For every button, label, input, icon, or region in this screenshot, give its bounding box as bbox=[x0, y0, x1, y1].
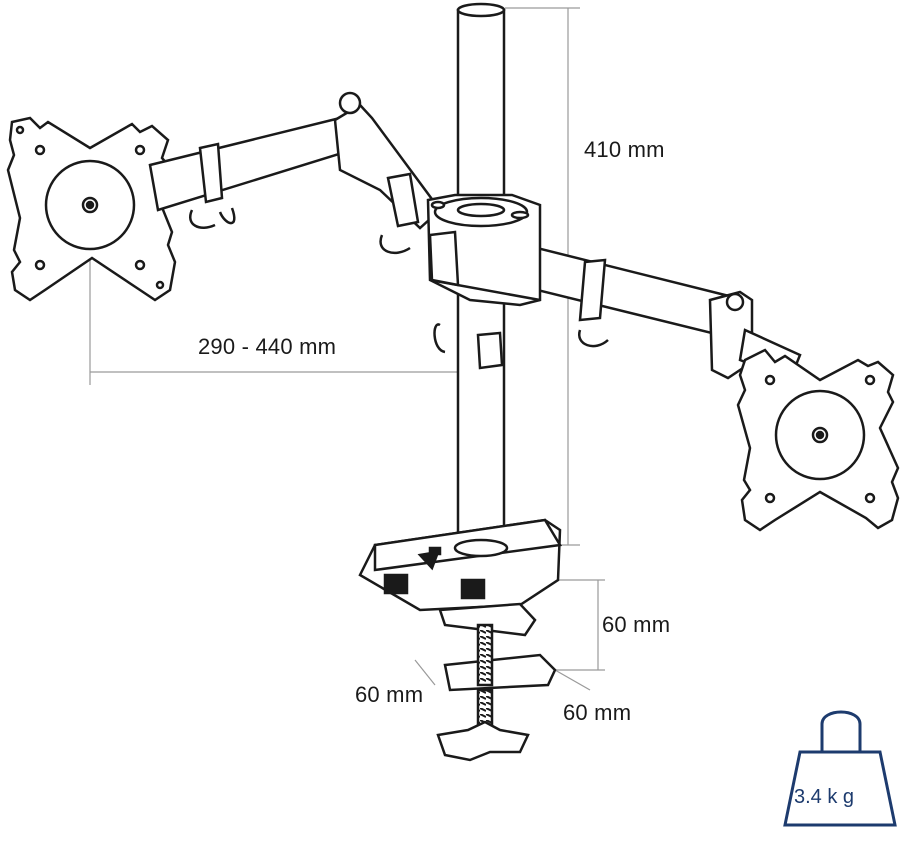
right-vesa-plate bbox=[736, 348, 900, 532]
left-arm bbox=[148, 91, 442, 255]
weight-label: 3.4 k g bbox=[794, 786, 855, 808]
weight-icon bbox=[783, 710, 897, 827]
clamp-height-label: 60 mm bbox=[602, 612, 671, 637]
central-hub bbox=[426, 193, 542, 307]
clamp bbox=[436, 602, 557, 762]
clamp-depth-label: 60 mm bbox=[355, 682, 424, 707]
right-arm bbox=[503, 238, 802, 382]
clamp-width-label: 60 mm bbox=[563, 700, 632, 725]
pole-height-label: 410 mm bbox=[584, 137, 665, 162]
clamp-base bbox=[358, 518, 563, 612]
cable-clip bbox=[433, 323, 504, 370]
left-vesa-plate bbox=[6, 116, 177, 302]
arm-reach-label: 290 - 440 mm bbox=[198, 334, 337, 359]
